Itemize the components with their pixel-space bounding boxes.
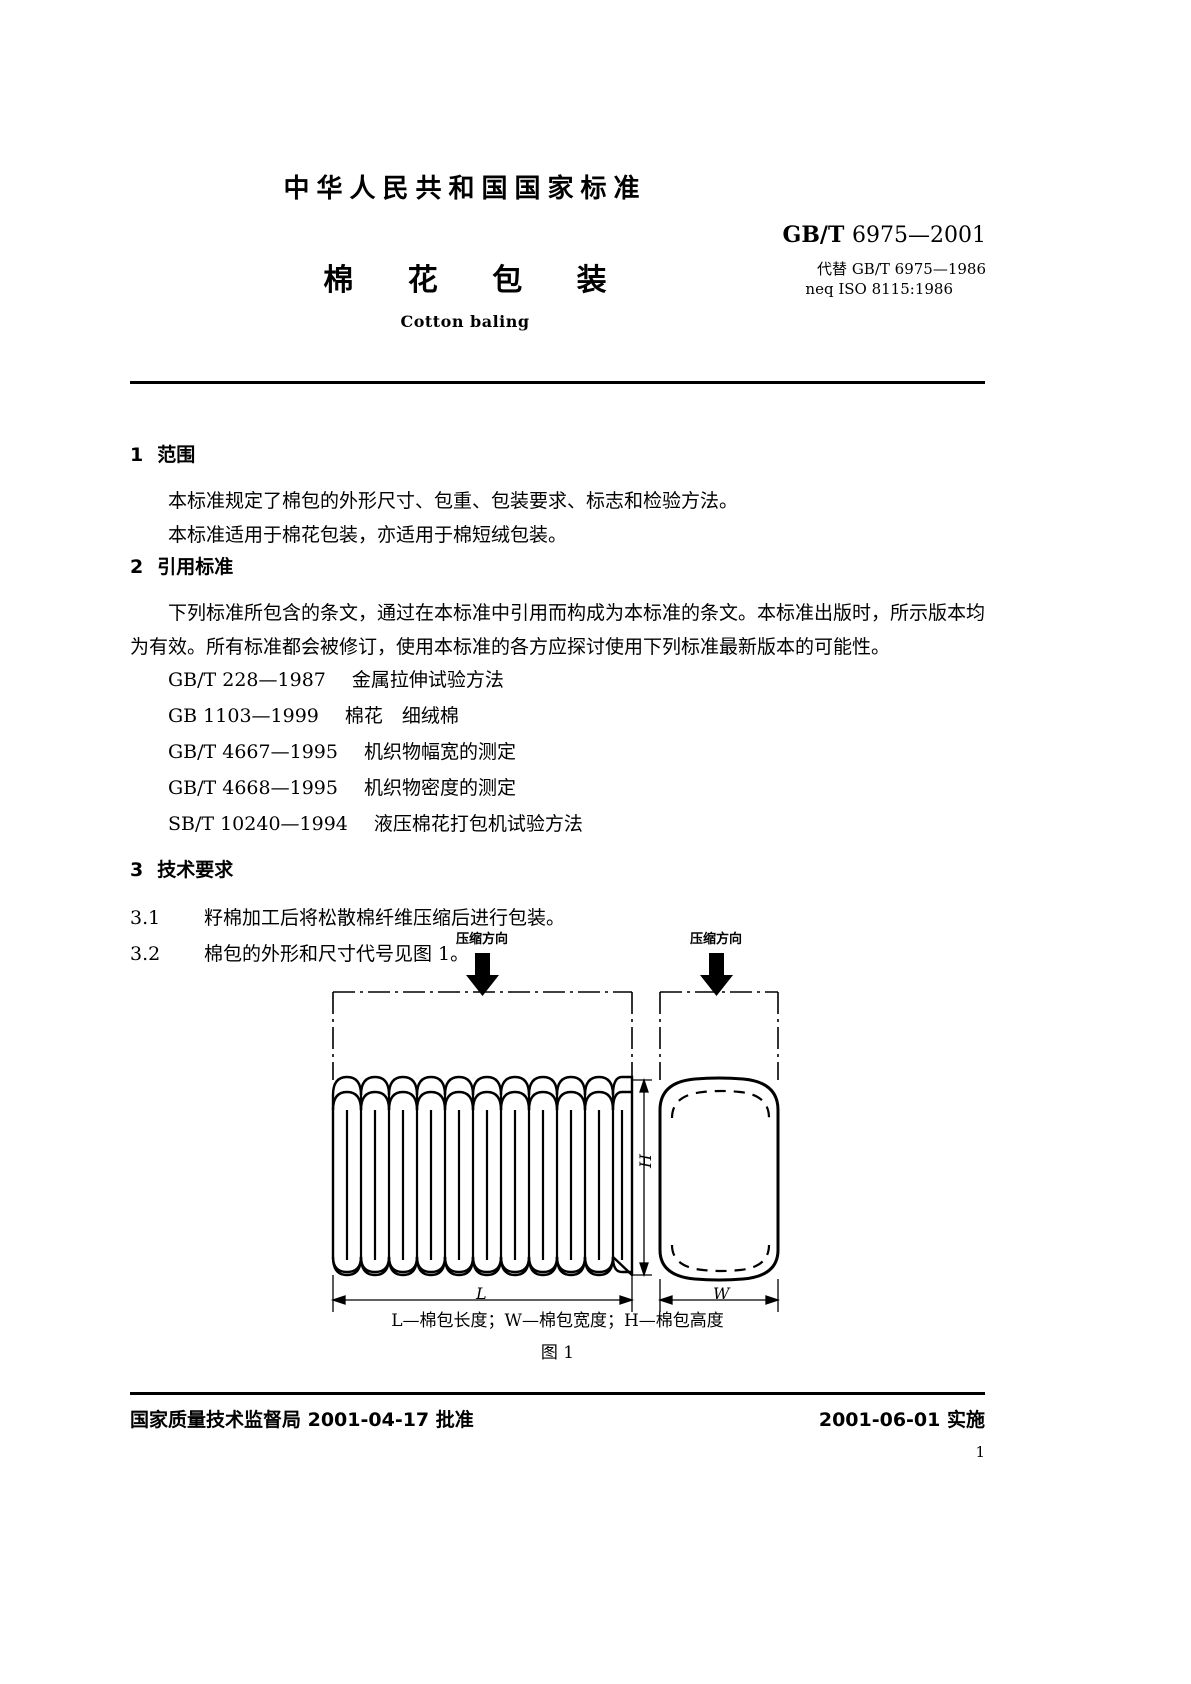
reference-code: GB/T 4667—1995 bbox=[168, 741, 338, 763]
page-title: 棉 花 包 装 bbox=[323, 263, 629, 298]
reference-item: GB/T 228—1987 金属拉伸试验方法 bbox=[168, 665, 504, 692]
reference-code: GB 1103—1999 bbox=[168, 705, 319, 727]
dimension-label-h: H bbox=[636, 1154, 655, 1168]
reference-frame-side bbox=[659, 991, 779, 1080]
section-3-number: 3 bbox=[130, 859, 144, 881]
reference-frame-front bbox=[332, 991, 633, 1080]
bale-side-view bbox=[658, 1076, 780, 1282]
reference-title: 棉花 细绒棉 bbox=[344, 705, 459, 727]
standard-replaces: 代替 GB/T 6975—1986 bbox=[817, 260, 986, 278]
reference-item: SB/T 10240—1994 液压棉花打包机试验方法 bbox=[168, 809, 583, 836]
standard-number-value: 6975—2001 bbox=[852, 223, 986, 248]
bale-front-rib-tops-inner bbox=[331, 1090, 632, 1111]
dimension-w bbox=[657, 1279, 781, 1312]
reference-item: GB 1103—1999 棉花 细绒棉 bbox=[168, 701, 459, 728]
reference-title: 机织物幅宽的测定 bbox=[363, 741, 516, 763]
reference-code: GB/T 228—1987 bbox=[168, 669, 326, 691]
standard-number: GB/T 6975—2001 bbox=[783, 222, 986, 248]
section-3-title: 技术要求 bbox=[157, 859, 234, 881]
compression-arrow-right bbox=[700, 953, 733, 996]
figure-legend: L—棉包长度；W—棉包宽度；H—棉包高度 bbox=[391, 1311, 724, 1331]
page-number: 1 bbox=[975, 1443, 985, 1461]
reference-title: 金属拉伸试验方法 bbox=[351, 669, 504, 691]
dimension-l bbox=[330, 1275, 635, 1312]
section-1-title: 范围 bbox=[157, 444, 196, 466]
dimension-h bbox=[632, 1077, 652, 1278]
section-1-paragraph-2: 本标准适用于棉花包装，亦适用于棉短绒包装。 bbox=[168, 524, 568, 546]
clause-3-2-number: 3.2 bbox=[130, 943, 161, 965]
bale-front-rib-tops bbox=[331, 1075, 634, 1096]
dimension-label-w: W bbox=[713, 1284, 730, 1303]
bale-front-view bbox=[331, 1095, 634, 1277]
approval-statement: 国家质量技术监督局 2001-04-17 批准 bbox=[130, 1409, 474, 1431]
reference-code: SB/T 10240—1994 bbox=[168, 813, 348, 835]
section-heading-1: 1 范围 bbox=[130, 440, 195, 467]
national-standard-header: 中华人民共和国国家标准 bbox=[283, 174, 647, 204]
reference-item: GB/T 4668—1995 机织物密度的测定 bbox=[168, 773, 516, 800]
section-heading-3: 3 技术要求 bbox=[130, 855, 233, 882]
figure-1: 压缩方向 压缩方向 bbox=[300, 920, 860, 1350]
dimension-label-l: L bbox=[476, 1284, 487, 1303]
section-1-number: 1 bbox=[130, 444, 144, 466]
section-2-paragraph-line-1: 下列标准所包含的条文，通过在本标准中引用而构成为本标准的条文。本标准出版时，所示… bbox=[168, 602, 986, 624]
header-divider bbox=[130, 381, 985, 384]
clause-3-2: 3.2 棉包的外形和尺寸代号见图 1。 bbox=[130, 939, 469, 966]
footer-divider bbox=[130, 1392, 985, 1395]
standard-neq: neq ISO 8115:1986 bbox=[805, 280, 953, 298]
compression-direction-label-right: 压缩方向 bbox=[690, 932, 743, 947]
section-heading-2: 2 引用标准 bbox=[130, 552, 233, 579]
reference-title: 液压棉花打包机试验方法 bbox=[373, 813, 583, 835]
reference-title: 机织物密度的测定 bbox=[363, 777, 516, 799]
reference-item: GB/T 4667—1995 机织物幅宽的测定 bbox=[168, 737, 516, 764]
standard-number-prefix: GB/T bbox=[782, 222, 845, 248]
section-1-paragraph-1: 本标准规定了棉包的外形尺寸、包重、包装要求、标志和检验方法。 bbox=[168, 490, 739, 512]
clause-3-1: 3.1 籽棉加工后将松散棉纤维压缩后进行包装。 bbox=[130, 903, 565, 930]
clause-3-2-text: 棉包的外形和尺寸代号见图 1。 bbox=[204, 943, 470, 965]
reference-code: GB/T 4668—1995 bbox=[168, 777, 338, 799]
bale-front-rib-bottoms bbox=[331, 1256, 632, 1274]
figure-caption: 图 1 bbox=[540, 1343, 575, 1363]
bale-front-ribs bbox=[345, 1095, 624, 1260]
compression-direction-label-left: 压缩方向 bbox=[456, 932, 509, 947]
section-2-number: 2 bbox=[130, 556, 144, 578]
clause-3-1-number: 3.1 bbox=[130, 907, 161, 929]
cotton-bale-diagram bbox=[330, 953, 781, 1312]
bale-side-view-inner-dashed bbox=[670, 1089, 771, 1273]
clause-3-1-text: 籽棉加工后将松散棉纤维压缩后进行包装。 bbox=[204, 907, 566, 929]
section-2-title: 引用标准 bbox=[157, 556, 234, 578]
section-2-paragraph-line-2: 为有效。所有标准都会被修订，使用本标准的各方应探讨使用下列标准最新版本的可能性。 bbox=[130, 636, 891, 658]
compression-arrow-left bbox=[466, 953, 499, 996]
page-title-english: Cotton baling bbox=[400, 312, 530, 331]
effective-date: 2001-06-01 实施 bbox=[818, 1409, 985, 1431]
